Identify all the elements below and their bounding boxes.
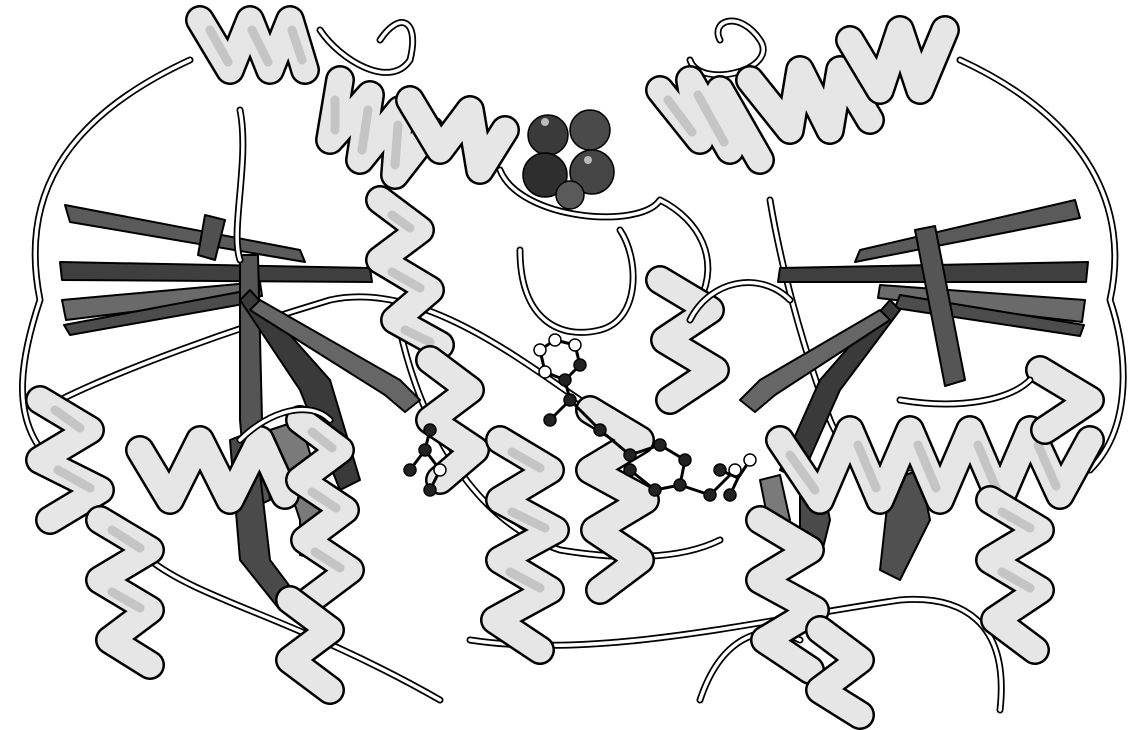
spacefill-ligand [523,110,614,209]
helix-mid-left [380,200,440,345]
beta-sheet-left [60,205,420,610]
helix-lower-right-1 [990,500,1040,650]
helix-top-left [200,20,305,70]
helix-central-left [430,360,475,480]
helix-top-right-2 [750,70,870,130]
helix-lower-left-1 [100,520,150,665]
helix-lower-left-3 [290,600,330,690]
helix-top-right-3 [850,30,945,90]
helix-center-right [590,410,645,590]
helix-lower-right-3 [820,630,860,715]
helix-right-edge [1040,370,1090,430]
helix-lower-right-2 [760,520,815,670]
helix-center-bottom [495,440,555,650]
ligand-small-right [714,454,756,501]
helix-left-edge [40,400,100,520]
